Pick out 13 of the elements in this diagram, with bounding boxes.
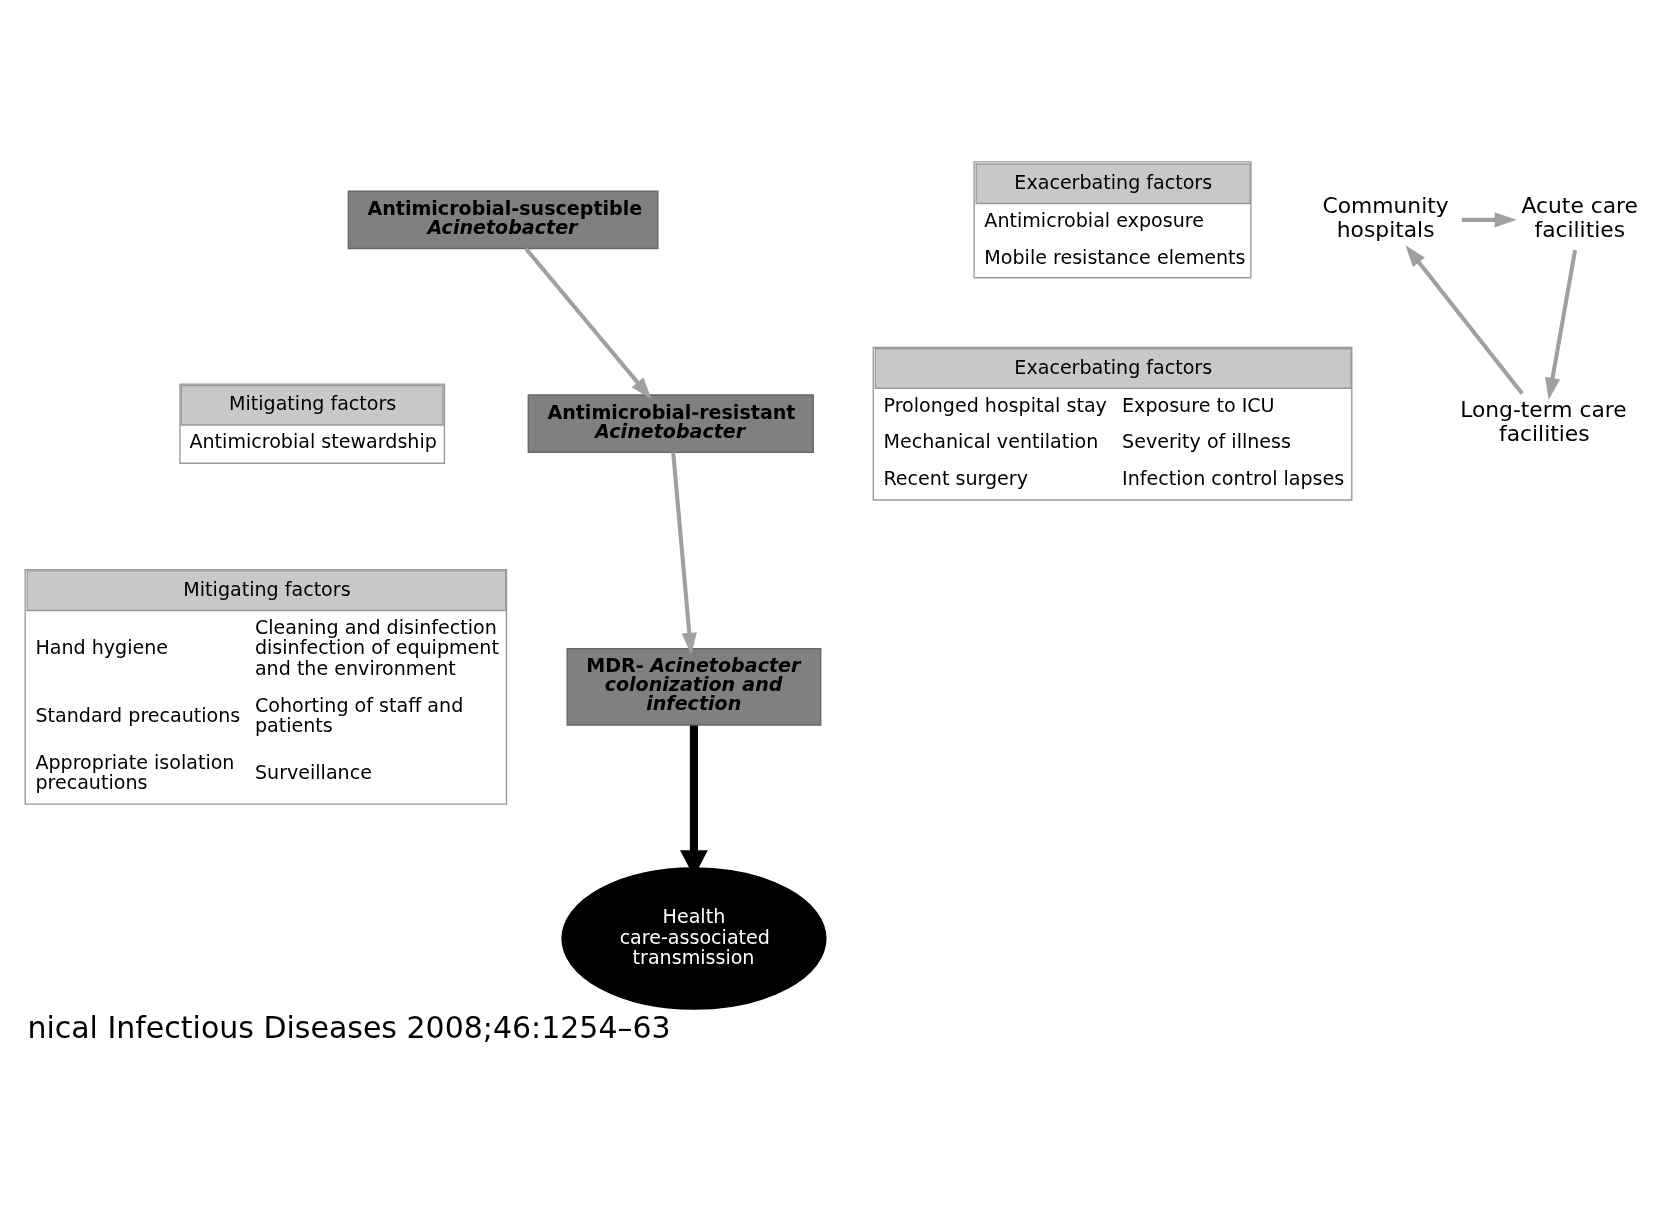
arrow — [524, 246, 652, 399]
arrow — [1405, 244, 1524, 395]
node-text: Acute care facilities — [1521, 192, 1638, 242]
arrow — [1461, 211, 1517, 227]
node-box: MDR- Acinetobacter colonization and infection — [566, 647, 822, 726]
node-box: Antimicrobial-resistant Acinetobacter — [527, 393, 814, 453]
node-ellipse: Health care-associated transmission — [561, 866, 827, 1010]
arrow — [671, 451, 697, 655]
caption: nical Infectious Diseases 2008;46:1254–63 — [27, 1009, 671, 1045]
node-text: Long-term care facilities — [1460, 396, 1627, 446]
node-box: Antimicrobial-susceptible Acinetobacter — [347, 190, 659, 249]
node-text: Community hospitals — [1322, 192, 1449, 242]
arrow — [1545, 249, 1578, 400]
